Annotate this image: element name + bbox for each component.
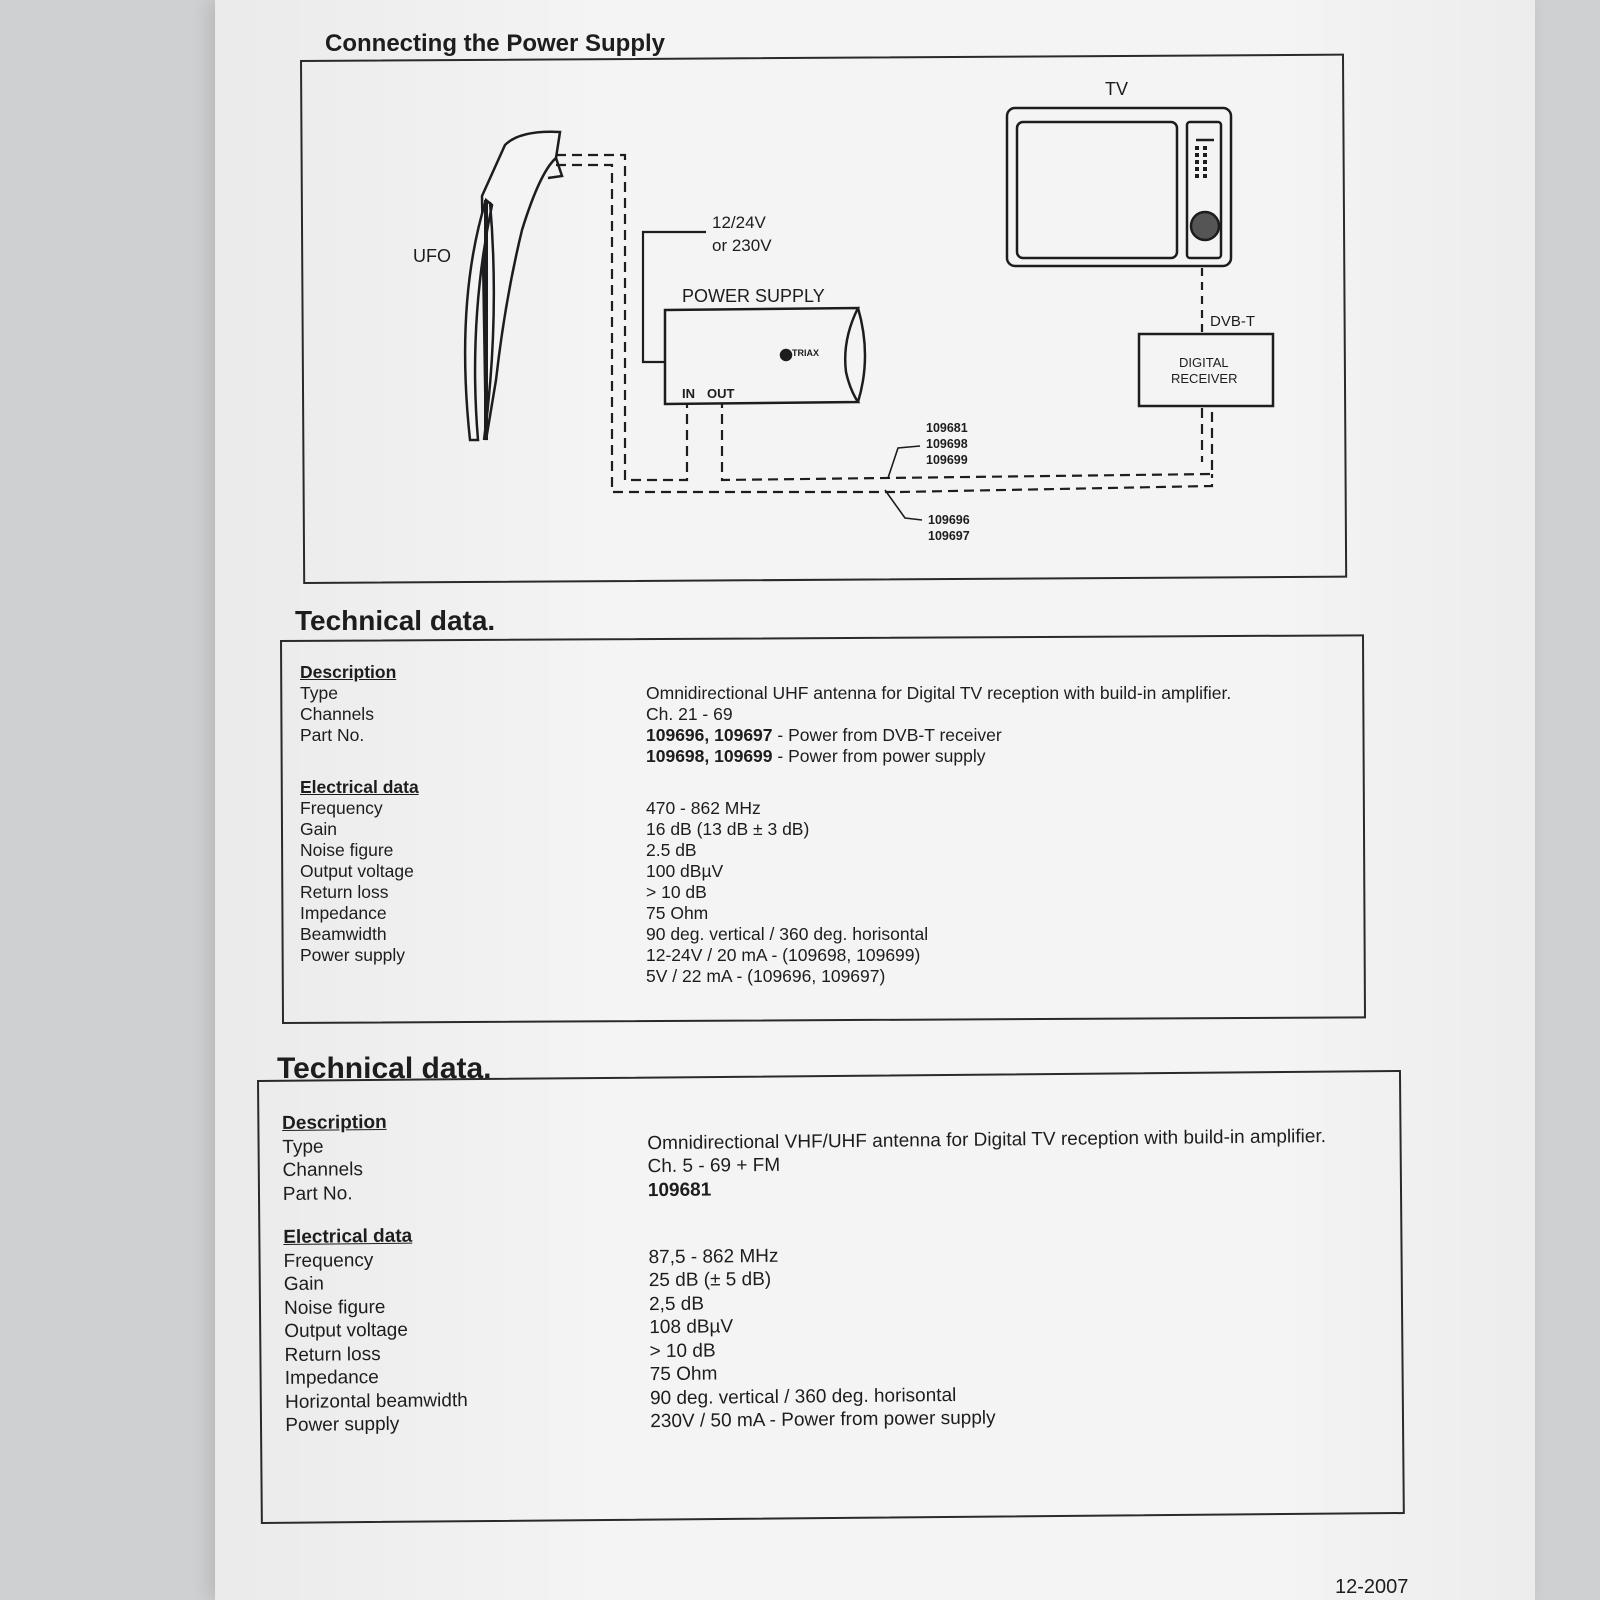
part-number: 109681	[647, 1179, 712, 1201]
spec-value: 87,5 - 862 MHz	[648, 1245, 779, 1268]
spec-label: Gain	[283, 1273, 325, 1295]
spec-label: Impedance	[284, 1367, 379, 1389]
spec-value: 2.5 dB	[646, 840, 697, 860]
connection-diagram: UFO 12/24V or 230V POWER SUPPLY TRIAX IN…	[413, 79, 1275, 543]
ufo-label: UFO	[413, 246, 451, 266]
spec-label: Noise figure	[283, 1296, 386, 1319]
tech2-description-heading: Description	[282, 1111, 387, 1134]
spec-value: 5V / 22 mA - (109696, 109697)	[646, 966, 886, 986]
in-label: IN	[682, 386, 695, 401]
part-label-b2: 109697	[928, 529, 970, 543]
spec-label: Channels	[282, 1159, 363, 1181]
spec-label: Gain	[300, 819, 337, 839]
spec-label: Noise figure	[300, 840, 394, 860]
spec-value: 25 dB (± 5 dB)	[648, 1268, 772, 1292]
part-leaders	[884, 445, 923, 521]
spec-value: - Power from power supply	[772, 746, 986, 766]
spec-value: 230V / 50 mA - Power from power supply	[650, 1407, 996, 1433]
tech2-electrical-heading: Electrical data	[283, 1225, 413, 1248]
spec-value: 12-24V / 20 mA - (109698, 109699)	[646, 945, 921, 965]
ufo-antenna-drawing	[463, 130, 564, 442]
paper-sheet	[215, 0, 1535, 1600]
receiver-label-1: DIGITAL	[1179, 355, 1229, 370]
tech2-title: Technical data.	[277, 1052, 492, 1085]
spec-label: Channels	[300, 704, 374, 724]
spec-label: Impedance	[300, 903, 387, 923]
spec-value: Ch. 5 - 69 + FM	[647, 1154, 781, 1178]
tv-label: TV	[1105, 79, 1128, 99]
spec-value: 16 dB (13 dB ± 3 dB)	[646, 819, 810, 839]
spec-value: - Power from DVB-T receiver	[772, 725, 1002, 745]
spec-label: Power supply	[300, 945, 406, 965]
spec-value: > 10 dB	[649, 1339, 716, 1362]
power-supply-label: POWER SUPPLY	[682, 286, 825, 306]
voltage-label-2: or 230V	[712, 236, 772, 255]
receiver-label-2: RECEIVER	[1171, 371, 1237, 386]
spec-value: Ch. 21 - 69	[646, 704, 733, 724]
spec-value: 100 dBµV	[646, 861, 724, 881]
antenna-cable	[556, 153, 1214, 494]
spec-value: > 10 dB	[646, 882, 707, 902]
spec-label: Type	[282, 1136, 324, 1158]
spec-label: Return loss	[300, 882, 389, 902]
spec-label: Frequency	[300, 798, 383, 818]
spec-label: Output voltage	[300, 861, 414, 881]
tv-buttons-icon	[1195, 146, 1207, 178]
part-number: 109698, 109699	[646, 746, 773, 766]
spec-value: 470 - 862 MHz	[646, 798, 761, 818]
spec-label: Type	[300, 683, 338, 703]
spec-label: Part No.	[282, 1182, 353, 1205]
tv-drawing	[1005, 106, 1233, 268]
spec-label: Part No.	[300, 725, 365, 745]
part-number: 109696, 109697	[646, 725, 773, 745]
spec-value: 2,5 dB	[648, 1293, 705, 1315]
part-label-a3: 109699	[926, 453, 968, 467]
spec-value: 75 Ohm	[649, 1363, 718, 1386]
spec-label: Frequency	[283, 1249, 374, 1272]
spec-label: Return loss	[284, 1343, 381, 1366]
spec-label: Output voltage	[284, 1319, 408, 1342]
voltage-label-1: 12/24V	[712, 213, 767, 232]
spec-label: Power supply	[285, 1413, 400, 1436]
triax-logo-icon	[779, 348, 793, 362]
power-supply-box	[663, 306, 867, 406]
spec-value: 90 deg. vertical / 360 deg. horisontal	[646, 924, 929, 944]
spec-value: 108 dBµV	[649, 1316, 734, 1339]
spec-value: 75 Ohm	[646, 903, 709, 923]
tech1-title: Technical data.	[295, 605, 496, 636]
mains-cable	[641, 230, 706, 364]
part-label-a1: 109681	[926, 421, 968, 435]
part-label-a2: 109698	[926, 437, 968, 451]
spec-value: 90 deg. vertical / 360 deg. horisontal	[649, 1384, 957, 1409]
part-label-b1: 109696	[928, 513, 970, 527]
tech1-electrical-heading: Electrical data	[300, 777, 419, 797]
spec-label: Beamwidth	[300, 924, 387, 944]
footer-date: 12-2007	[1335, 1576, 1409, 1598]
diagram-title: Connecting the Power Supply	[325, 30, 666, 57]
spec-value: Omnidirectional UHF antenna for Digital …	[646, 683, 1232, 703]
receiver-box	[1137, 332, 1275, 408]
tech1-description-heading: Description	[300, 662, 397, 682]
dvbt-label: DVB-T	[1210, 313, 1255, 330]
out-label: OUT	[707, 386, 735, 401]
spec-label: Horizontal beamwidth	[284, 1389, 468, 1413]
brand-label: TRIAX	[792, 348, 819, 358]
